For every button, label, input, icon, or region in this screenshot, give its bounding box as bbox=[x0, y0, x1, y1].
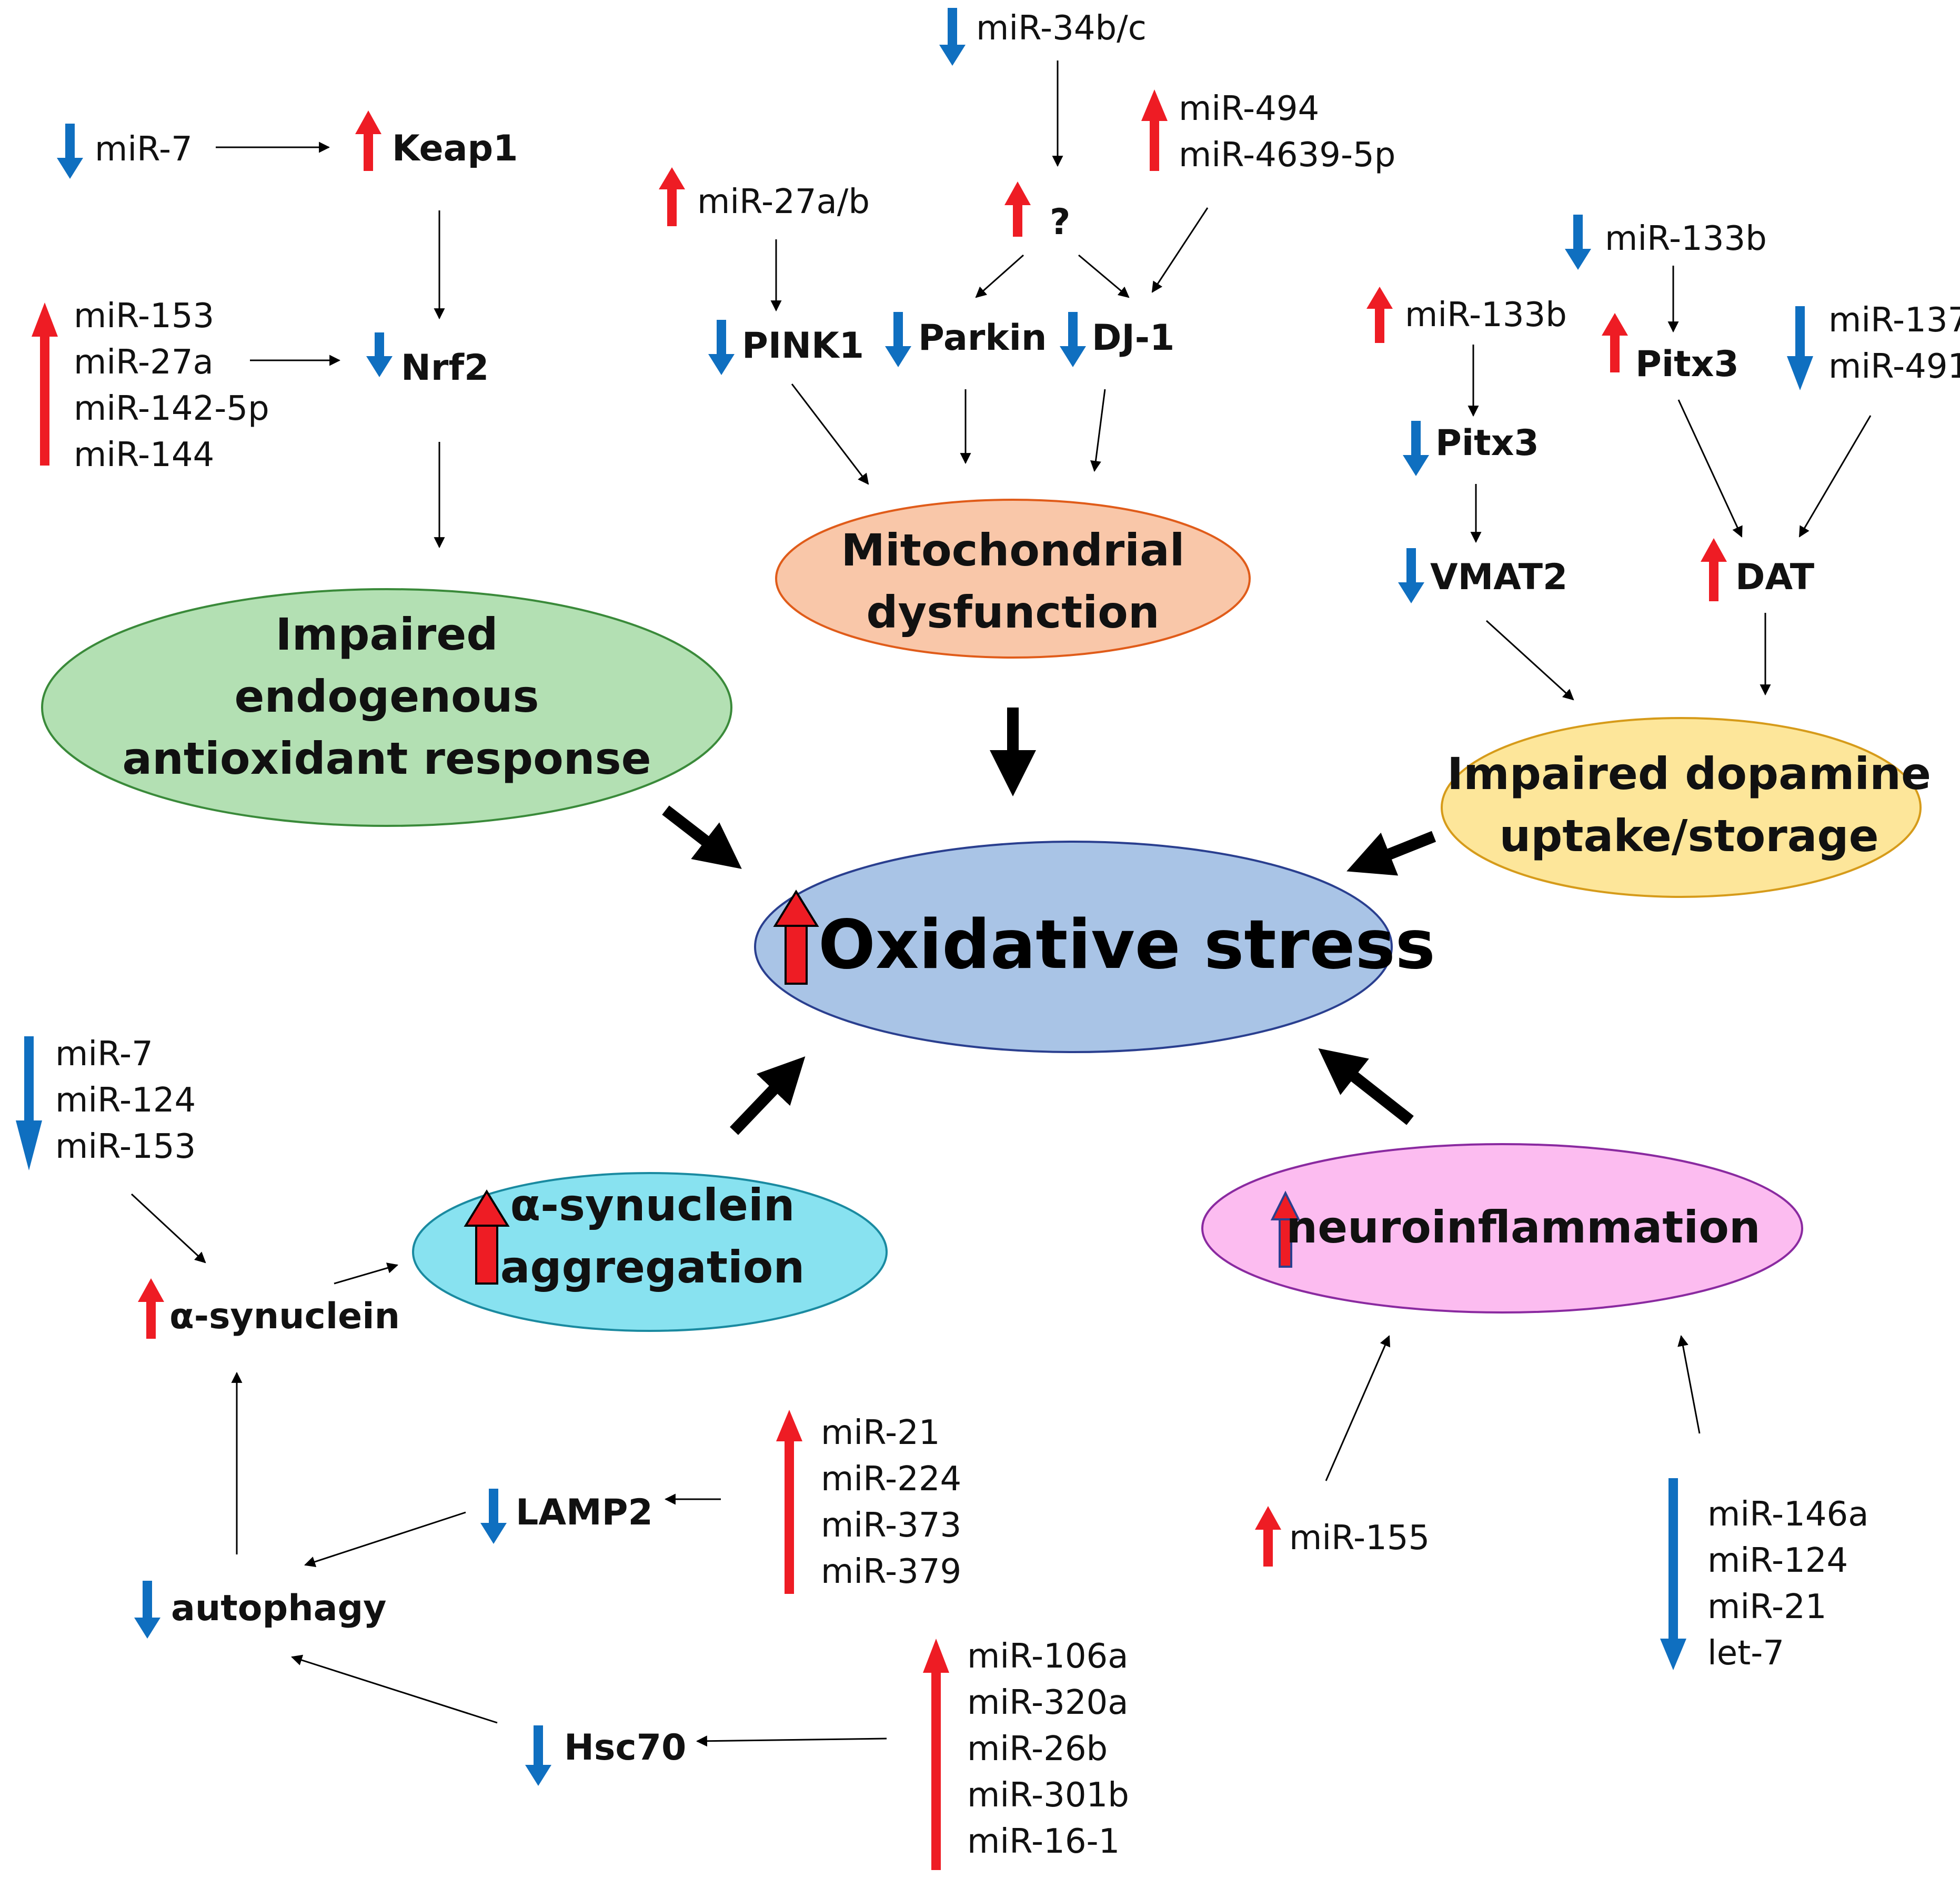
mirna-mir494-2: miR-4639-5p bbox=[1179, 136, 1395, 175]
mirna-mir494-1: miR-494 bbox=[1179, 89, 1319, 128]
mirna-labels: miR-7 miR-153 miR-27a miR-142-5p miR-144… bbox=[55, 9, 1960, 1861]
down-arrow-autophagy bbox=[134, 1581, 160, 1639]
gene-lamp2: LAMP2 bbox=[516, 1492, 653, 1533]
gene-vmat2: VMAT2 bbox=[1430, 557, 1567, 598]
mirna-mir137: miR-137 bbox=[1828, 301, 1960, 340]
down-arrow-mir7-keap1 bbox=[57, 124, 83, 179]
up-arrow-mir494-group bbox=[1141, 89, 1168, 171]
mirna-inflam-4: let-7 bbox=[1707, 1634, 1784, 1673]
gene-pink1: PINK1 bbox=[742, 325, 864, 367]
mirna-hsc70-5: miR-16-1 bbox=[967, 1822, 1120, 1861]
gene-keap1: Keap1 bbox=[392, 128, 518, 169]
down-arrow-nrf2 bbox=[366, 332, 393, 377]
gene-pitx3-right: Pitx3 bbox=[1635, 344, 1739, 385]
mirna-mir133b-left: miR-133b bbox=[1405, 296, 1567, 335]
svg-text:aggregation: aggregation bbox=[500, 1241, 805, 1293]
mirna-mir27ab: miR-27a/b bbox=[697, 183, 870, 221]
svg-text:uptake/storage: uptake/storage bbox=[1499, 810, 1878, 862]
mirna-lamp2-3: miR-373 bbox=[821, 1506, 961, 1545]
gene-dj1: DJ-1 bbox=[1092, 317, 1174, 359]
up-arrow-dat bbox=[1701, 538, 1727, 601]
down-arrow-dj1 bbox=[1060, 312, 1086, 367]
gene-hsc70: Hsc70 bbox=[564, 1727, 686, 1769]
gene-unknown: ? bbox=[1050, 201, 1070, 243]
down-arrow-hsc70 bbox=[525, 1725, 551, 1786]
up-arrow-unknown bbox=[1004, 181, 1031, 237]
down-arrow-mir133b-top bbox=[1565, 215, 1591, 270]
down-arrow-pitx3-left bbox=[1403, 421, 1429, 476]
mirna-nrf2-2: miR-27a bbox=[74, 343, 214, 382]
svg-text:Mitochondrial: Mitochondrial bbox=[841, 524, 1184, 576]
gene-dat: DAT bbox=[1735, 557, 1815, 598]
mirna-synuclein-2: miR-124 bbox=[55, 1081, 196, 1120]
svg-text:antioxidant response: antioxidant response bbox=[122, 733, 651, 784]
direction-arrows bbox=[16, 8, 1813, 1870]
mirna-mir133b-top: miR-133b bbox=[1605, 219, 1767, 258]
gene-pitx3-left: Pitx3 bbox=[1435, 422, 1539, 464]
svg-text:Impaired dopamine: Impaired dopamine bbox=[1447, 748, 1931, 800]
mirna-nrf2-4: miR-144 bbox=[74, 436, 214, 474]
mirna-mir34: miR-34b/c bbox=[976, 9, 1147, 48]
mirna-hsc70-4: miR-301b bbox=[967, 1776, 1129, 1815]
gene-nrf2: Nrf2 bbox=[401, 347, 489, 389]
mirna-synuclein-3: miR-153 bbox=[55, 1127, 196, 1166]
up-arrow-pitx3-right bbox=[1602, 313, 1628, 372]
mirna-mir7-keap1: miR-7 bbox=[95, 130, 193, 169]
up-arrow-mir155 bbox=[1255, 1506, 1281, 1567]
mirna-nrf2-3: miR-142-5p bbox=[74, 389, 269, 428]
mirna-hsc70-1: miR-106a bbox=[967, 1637, 1128, 1676]
gene-alpha-synuclein: α-synuclein bbox=[169, 1296, 400, 1337]
node-impaired-dopamine: Impaired dopamine uptake/storage bbox=[1441, 717, 1931, 898]
svg-text:Oxidative stress: Oxidative stress bbox=[818, 906, 1435, 984]
mirna-lamp2-4: miR-379 bbox=[821, 1552, 961, 1591]
node-neuroinflammation: neuroinflammation bbox=[1201, 1143, 1803, 1314]
mirna-lamp2-1: miR-21 bbox=[821, 1413, 940, 1452]
mirna-hsc70-2: miR-320a bbox=[967, 1683, 1128, 1722]
mirna-nrf2-1: miR-153 bbox=[74, 297, 214, 336]
mirna-hsc70-3: miR-26b bbox=[967, 1730, 1108, 1769]
gene-autophagy: autophagy bbox=[171, 1588, 387, 1629]
down-arrow-parkin bbox=[885, 312, 911, 367]
mirna-synuclein-1: miR-7 bbox=[55, 1035, 153, 1074]
up-arrow-alpha-synuclein bbox=[138, 1278, 164, 1339]
up-arrow-keap1 bbox=[355, 110, 381, 171]
node-oxidative-stress: Oxidative stress bbox=[754, 841, 1435, 1053]
down-arrow-pink1 bbox=[708, 320, 735, 375]
up-arrow-hsc70-group bbox=[923, 1639, 949, 1870]
up-arrow-mir27ab bbox=[659, 167, 685, 226]
svg-text:neuroinflammation: neuroinflammation bbox=[1286, 1201, 1760, 1253]
svg-text:Impaired: Impaired bbox=[276, 609, 498, 660]
thin-arrows bbox=[130, 60, 1872, 1747]
gene-labels: Keap1 Nrf2 ? PINK1 Parkin DJ-1 Pitx3 Pit… bbox=[169, 128, 1815, 1769]
down-arrow-synuclein-group bbox=[16, 1036, 42, 1170]
gene-parkin: Parkin bbox=[918, 317, 1047, 359]
mirna-mir155: miR-155 bbox=[1289, 1519, 1430, 1558]
mirna-inflam-2: miR-124 bbox=[1707, 1541, 1848, 1580]
node-antioxidant-response: Impaired endogenous antioxidant response bbox=[41, 588, 732, 827]
mirna-mir491: miR-491 bbox=[1828, 347, 1960, 386]
svg-text:dysfunction: dysfunction bbox=[866, 587, 1159, 638]
up-arrow-mir133b-left bbox=[1366, 287, 1393, 343]
up-arrow-lamp2-group bbox=[776, 1410, 802, 1594]
mirna-inflam-3: miR-21 bbox=[1707, 1588, 1827, 1627]
node-synuclein-aggregation: α-synuclein aggregation bbox=[412, 1172, 888, 1332]
down-arrow-mir34 bbox=[939, 8, 966, 66]
thick-arrows bbox=[662, 708, 1436, 1135]
down-arrow-mir137-group bbox=[1787, 306, 1813, 390]
svg-text:endogenous: endogenous bbox=[234, 671, 539, 722]
svg-text:α-synuclein: α-synuclein bbox=[510, 1179, 795, 1231]
down-arrow-vmat2 bbox=[1398, 548, 1424, 603]
up-arrow-nrf2-group bbox=[32, 302, 58, 466]
mirna-lamp2-2: miR-224 bbox=[821, 1460, 961, 1499]
down-arrow-inflam-group bbox=[1660, 1478, 1686, 1670]
mirna-inflam-1: miR-146a bbox=[1707, 1495, 1868, 1534]
node-mitochondrial-dysfunction: Mitochondrial dysfunction bbox=[775, 499, 1251, 659]
down-arrow-lamp2 bbox=[480, 1489, 507, 1544]
